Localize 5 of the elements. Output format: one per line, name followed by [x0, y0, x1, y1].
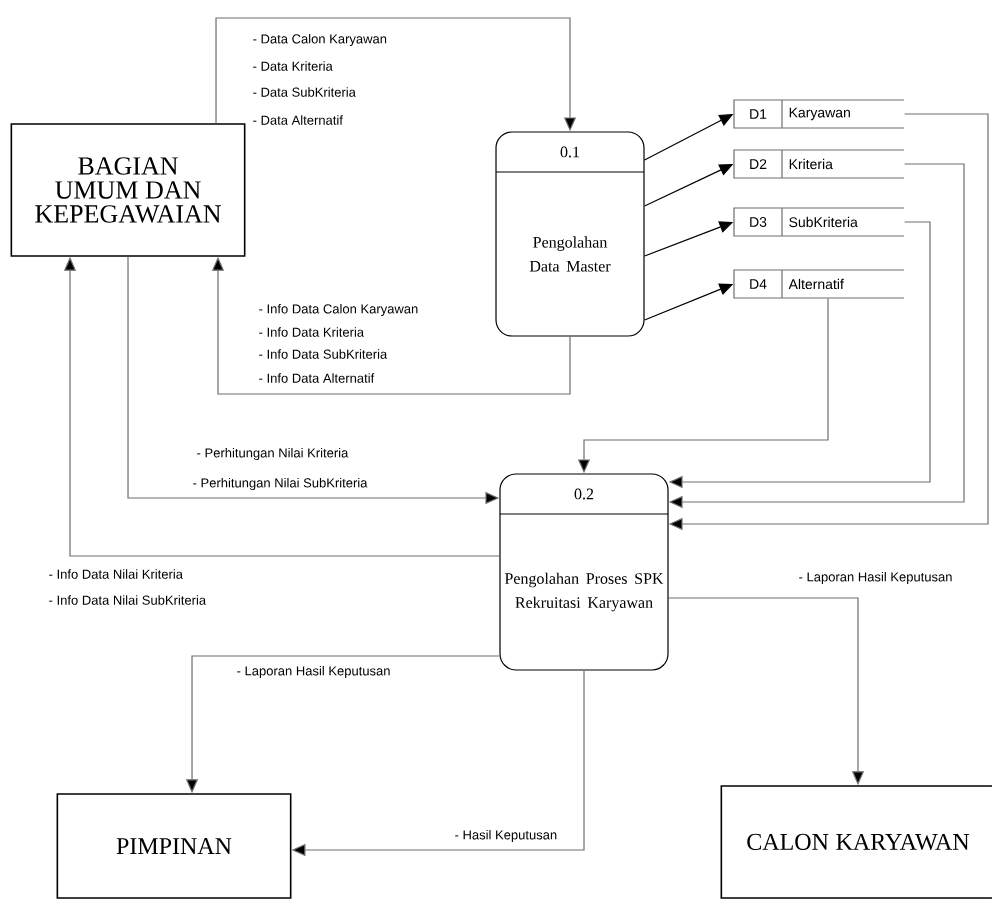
entity-box: CALON KARYAWAN	[720, 785, 992, 899]
process-box: 0.1 Pengolahan Data Master	[495, 131, 645, 337]
entity-box: BAGIAN UMUM DAN KEPEGAWAIAN	[10, 123, 246, 257]
entity-box: PIMPINAN	[56, 793, 292, 899]
process-box: 0.2 Pengolahan Proses SPK Rekruitasi Karyawan	[499, 473, 669, 671]
